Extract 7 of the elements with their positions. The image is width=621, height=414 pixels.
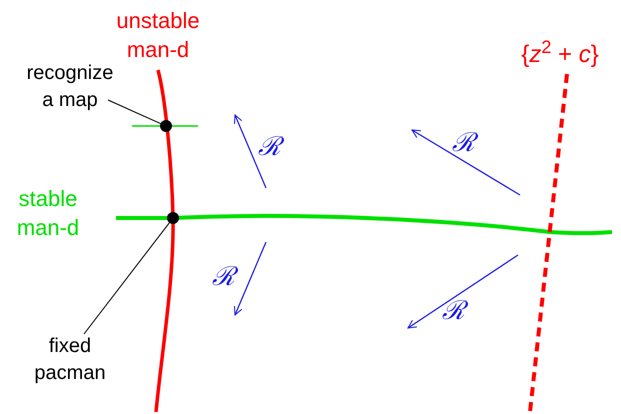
set-label: {z$^{2}$ + c} [521,40,599,70]
curve-label: stable man-d [16,185,80,242]
leader-line [84,222,170,334]
callout-label: fixed pacman [33,334,107,386]
callout-label: recognize a map [26,61,114,113]
curve-label: unstable man-d [115,7,201,64]
leader-line [108,100,162,124]
